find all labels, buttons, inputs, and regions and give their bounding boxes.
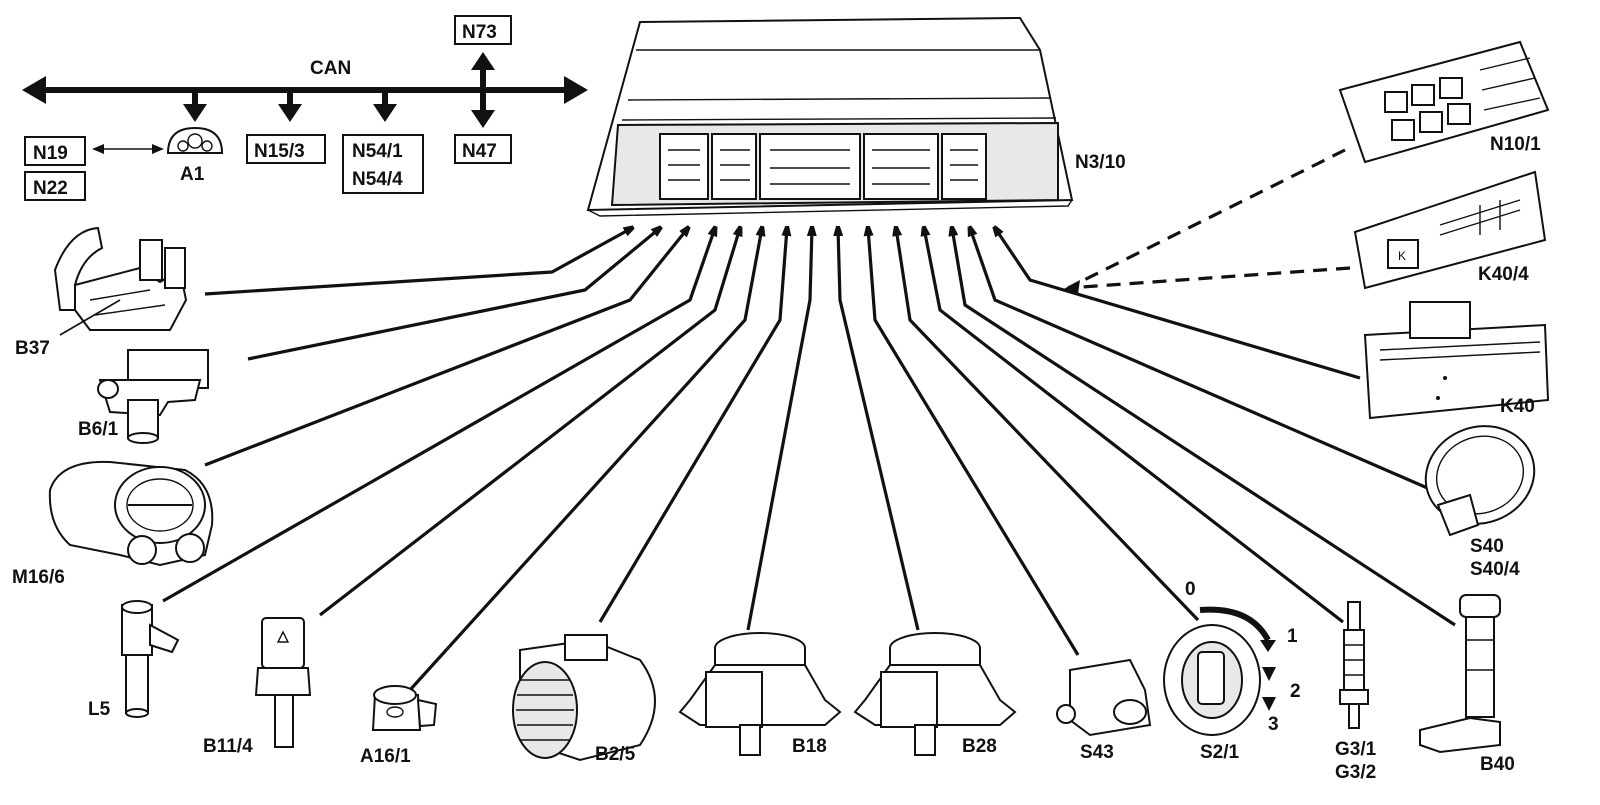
a16-1-label: A16/1 — [360, 746, 411, 767]
air-mass-meter-icon — [512, 634, 656, 762]
can-bus-label: CAN — [310, 58, 351, 79]
a1-label: A1 — [180, 164, 205, 185]
module-box-n54 — [342, 134, 424, 194]
crankshaft-sensor-icon — [121, 600, 180, 718]
s40-label: S40 — [1470, 536, 1504, 557]
pressure-sensor-b18-icon — [678, 632, 842, 756]
steering-wheel-icon — [1424, 425, 1536, 537]
pedal-sensor-icon — [53, 226, 188, 331]
module-n22-label: N22 — [33, 178, 68, 199]
b37-label: B37 — [15, 338, 50, 359]
module-box-n47 — [454, 134, 512, 164]
module-box-n73 — [454, 15, 512, 45]
knock-sensor-icon — [371, 685, 438, 731]
g3-2-label: G3/2 — [1335, 762, 1376, 783]
dashed-wires — [1062, 148, 1351, 294]
module-n73-label: N73 — [462, 22, 497, 43]
relay-module-k40-icon — [1363, 301, 1550, 420]
b11-4-label: B11/4 — [203, 736, 253, 757]
n3-10-label: N3/10 — [1075, 152, 1126, 173]
l5-label: L5 — [88, 699, 111, 720]
s2-1-pos1-label: 1 — [1287, 626, 1298, 647]
throttle-actuator-icon — [48, 460, 214, 567]
b2-5-label: B2/5 — [595, 744, 636, 765]
module-n15-3-label: N15/3 — [254, 141, 305, 162]
instrument-cluster-icon — [166, 126, 224, 154]
n10-1-label: N10/1 — [1490, 134, 1541, 155]
module-box-n15-3 — [246, 134, 326, 164]
b18-label: B18 — [792, 736, 827, 757]
m16-6-label: M16/6 — [12, 567, 65, 588]
signal-wires — [162, 228, 1456, 692]
s43-label: S43 — [1080, 742, 1114, 763]
s2-1-pos3-label: 3 — [1268, 714, 1279, 735]
coolant-temp-sensor-icon — [254, 617, 312, 748]
oil-level-switch-icon — [1056, 658, 1152, 737]
module-box-n22 — [24, 171, 86, 201]
camshaft-sensor-icon — [97, 349, 209, 444]
module-n47-label: N47 — [462, 141, 497, 162]
ignition-switch-icon — [1163, 606, 1276, 736]
g3-1-label: G3/1 — [1335, 739, 1377, 760]
s2-1-pos2-label: 2 — [1290, 681, 1301, 702]
svg-text:K: K — [1398, 249, 1406, 263]
oxygen-sensor-icon — [1339, 601, 1369, 729]
b28-label: B28 — [962, 736, 997, 757]
s2-1-label: S2/1 — [1200, 742, 1240, 763]
k40-label: K40 — [1500, 396, 1535, 417]
module-box-n19 — [24, 136, 86, 166]
s2-1-pos0-label: 0 — [1185, 579, 1196, 600]
pressure-sensor-b28-icon — [853, 632, 1017, 756]
can-bus — [22, 52, 588, 128]
module-n19-label: N19 — [33, 143, 68, 164]
oil-sensor-icon — [1419, 594, 1501, 754]
engine-control-unit — [586, 16, 1074, 217]
b40-label: B40 — [1480, 754, 1515, 775]
b6-1-label: B6/1 — [78, 419, 119, 440]
relay-module-k40-4-icon: K — [1353, 170, 1547, 290]
module-n54-4-label: N54/4 — [352, 169, 403, 190]
s40-4-label: S40/4 — [1470, 559, 1520, 580]
sam-module-n10-1-icon — [1338, 40, 1550, 164]
module-n54-1-label: N54/1 — [352, 141, 403, 162]
k40-4-label: K40/4 — [1478, 264, 1529, 285]
